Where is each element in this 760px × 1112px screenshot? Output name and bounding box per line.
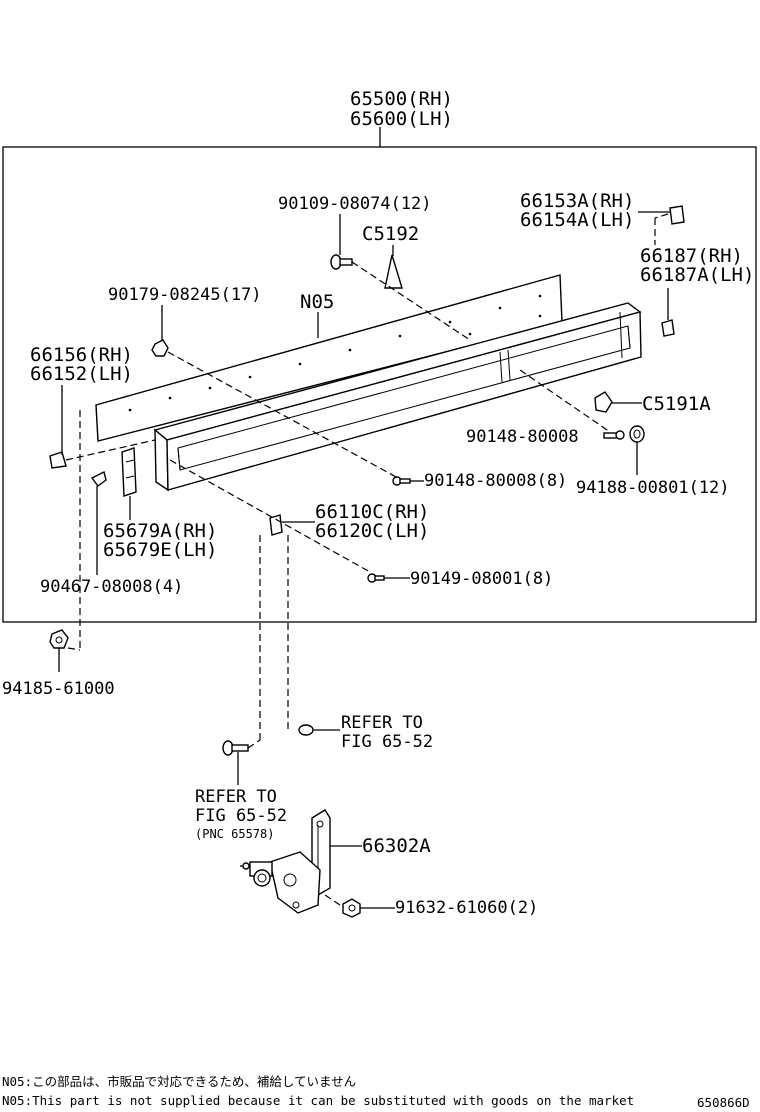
label-66152: 66152(LH): [30, 363, 133, 385]
c5192-part: [384, 254, 403, 289]
label-65679e: 65679E(LH): [103, 539, 217, 561]
bolt-91632-icon: [342, 898, 361, 918]
label-90148a: 90148-80008: [466, 427, 579, 447]
label-66187a: 66187A(LH): [640, 264, 754, 286]
label-c5191a: C5191A: [642, 393, 711, 415]
label-65500: 65500(RH): [350, 88, 453, 110]
bracket-66153a-icon: [669, 205, 685, 225]
label-65679a: 65679A(RH): [103, 520, 217, 542]
label-91632: 91632-61060(2): [395, 898, 538, 918]
label-66110c: 66110C(RH): [315, 501, 429, 523]
label-66302a: 66302A: [362, 835, 431, 857]
label-90109: 90109-08074(12): [278, 194, 432, 214]
label-refer2-a: REFER TO: [195, 787, 277, 807]
nut-94188-icon: [629, 425, 645, 443]
bracket-66110c-icon: [269, 514, 283, 536]
label-66153a: 66153A(RH): [520, 190, 634, 212]
label-66187: 66187(RH): [640, 245, 743, 267]
label-66120c: 66120C(LH): [315, 520, 429, 542]
label-65600: 65600(LH): [350, 108, 453, 130]
clip-66187-icon: [661, 319, 675, 337]
label-94185: 94185-61000: [2, 679, 115, 699]
c5191a-part: [594, 391, 613, 413]
nut-90179-icon: [151, 339, 169, 357]
screw-90149-icon: [367, 573, 385, 583]
washer-refer-icon: [298, 724, 314, 736]
note-en: N05:This part is not supplied because it…: [2, 1093, 634, 1108]
label-90148b: 90148-80008(8): [424, 471, 567, 491]
frame-main: [153, 302, 642, 492]
label-90467: 90467-08008(4): [40, 577, 183, 597]
label-66154a: 66154A(LH): [520, 209, 634, 231]
bolt-refer-icon: [222, 740, 249, 756]
label-refer2-b: FIG 65-52: [195, 806, 287, 826]
note-jp: N05:この部品は、市販品で対応できるため、補給していません: [2, 1074, 356, 1089]
label-c5192: C5192: [362, 223, 419, 245]
bracket-65679a-icon: [121, 447, 137, 497]
latch-66302a: [240, 809, 331, 914]
figure-id: 650866D: [697, 1095, 750, 1110]
label-90149: 90149-08001(8): [410, 569, 553, 589]
label-66156: 66156(RH): [30, 344, 133, 366]
screw-90148-icon: [603, 430, 625, 440]
nut-94185-icon: [49, 629, 69, 649]
label-n05: N05: [300, 291, 334, 313]
clip-66156-icon: [49, 451, 67, 469]
screw-90148-lower-icon: [392, 476, 411, 486]
label-refer2-c: (PNC 65578): [195, 827, 274, 841]
label-94188: 94188-00801(12): [576, 478, 730, 498]
label-90179: 90179-08245(17): [108, 285, 262, 305]
bolt-90109-icon: [330, 254, 353, 270]
label-refer1-a: REFER TO: [341, 713, 423, 733]
clip-90467-icon: [90, 470, 107, 487]
label-refer1-b: FIG 65-52: [341, 732, 433, 752]
